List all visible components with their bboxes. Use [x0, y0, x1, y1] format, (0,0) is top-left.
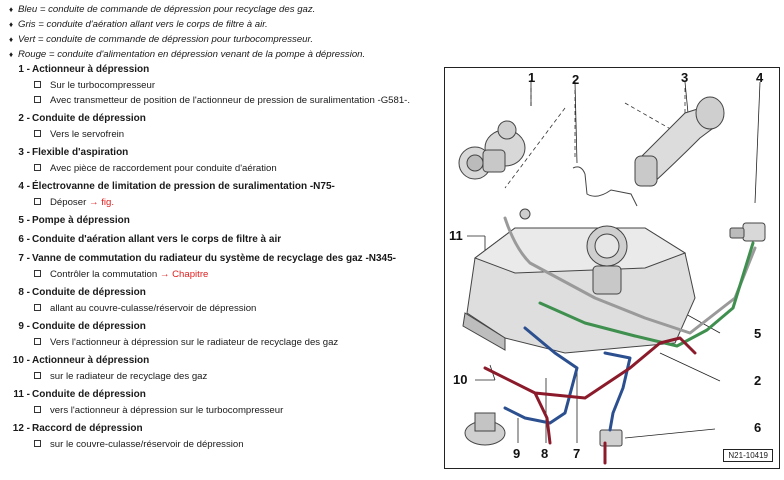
- checkbox-bullet-icon: [34, 129, 41, 137]
- part-title: Flexible d'aspiration: [32, 147, 129, 158]
- part-subitem: sur le couvre-culasse/réservoir de dépre…: [34, 439, 244, 450]
- egr-actuator-sketch: [464, 412, 506, 446]
- callout-10: 10: [453, 372, 468, 387]
- callout-4: 4: [756, 70, 764, 85]
- checkbox-bullet-icon: [34, 197, 41, 205]
- callout-9: 9: [513, 446, 521, 461]
- connector-sketch: [519, 166, 638, 220]
- part-subitem: sur le radiateur de recyclage des gaz: [34, 371, 207, 382]
- part-subitem: Vers l'actionneur à dépression sur le ra…: [34, 337, 338, 348]
- part-title: Raccord de dépression: [32, 423, 143, 434]
- callout-2b: 2: [754, 373, 762, 388]
- part-number: 9 -: [18, 321, 30, 332]
- subitem-text: Déposer: [50, 197, 89, 208]
- callout-3: 3: [681, 70, 689, 85]
- blue-line: [503, 326, 579, 425]
- part-title: Conduite d'aération allant vers le corps…: [32, 234, 282, 245]
- subitem-text: Vers le servofrein: [50, 129, 125, 140]
- part-number: 5 -: [18, 215, 30, 226]
- legend-line: ♦ Bleu = conduite de commande de dépressi…: [4, 2, 424, 17]
- n75-valve-sketch: [729, 222, 766, 242]
- diagram-illustration: [458, 80, 766, 465]
- checkbox-bullet-icon: [34, 163, 41, 171]
- part-subitem: vers l'actionneur à dépression sur le tu…: [34, 405, 283, 416]
- vacuum-system-diagram: 1 2 3 4 11 5 2 10 6 9 8 7 N21-10419: [444, 67, 780, 469]
- legend-text: Bleu = conduite de commande de dépressio…: [18, 4, 316, 15]
- part-title: Conduite de dépression: [32, 321, 146, 332]
- part-subitem: Avec pièce de raccordement pour conduite…: [34, 163, 277, 174]
- checkbox-bullet-icon: [34, 95, 41, 103]
- part-subitem: Déposer → fig.: [34, 197, 114, 208]
- red-line: [483, 336, 697, 465]
- subitem-text: Avec pièce de raccordement pour conduite…: [50, 163, 277, 174]
- checkbox-bullet-icon: [34, 337, 41, 345]
- subitem-text: sur le couvre-culasse/réservoir de dépre…: [50, 439, 244, 450]
- subitem-text: Vers l'actionneur à dépression sur le ra…: [50, 337, 339, 348]
- part-title: Pompe à dépression: [32, 215, 130, 226]
- part-number: 12 -: [12, 423, 30, 434]
- callout-7: 7: [573, 446, 581, 461]
- subitem-text: vers l'actionneur à dépression sur le tu…: [50, 405, 284, 416]
- part-subitem: allant au couvre-culasse/réservoir de dé…: [34, 303, 256, 314]
- checkbox-bullet-icon: [34, 405, 41, 413]
- part-subitem: Avec transmetteur de position de l'actio…: [34, 95, 410, 106]
- subitem-text: sur le radiateur de recyclage des gaz: [50, 371, 208, 382]
- subitem-text: Sur le turbocompresseur: [50, 80, 156, 91]
- checkbox-bullet-icon: [34, 371, 41, 379]
- callout-1: 1: [528, 70, 536, 85]
- bullet-icon: ♦: [8, 5, 14, 14]
- bullet-icon: ♦: [8, 20, 14, 29]
- callout-2: 2: [572, 72, 580, 87]
- color-legend: ♦ Bleu = conduite de commande de dépressi…: [4, 2, 424, 62]
- legend-line: ♦ Rouge = conduite d'alimentation en dépr…: [4, 47, 424, 62]
- intake-hose-sketch: [634, 96, 725, 187]
- part-title: Conduite de dépression: [32, 287, 146, 298]
- callout-8: 8: [541, 446, 549, 461]
- part-number: 3 -: [18, 147, 30, 158]
- legend-text: Vert = conduite de commande de dépressio…: [18, 34, 313, 45]
- subitem-text: allant au couvre-culasse/réservoir de dé…: [50, 303, 257, 314]
- part-number: 2 -: [18, 113, 30, 124]
- legend-line: ♦ Gris = conduite d'aération allant vers …: [4, 17, 424, 32]
- part-title: Vanne de commutation du radiateur du sys…: [32, 253, 397, 264]
- subitem-text: Avec transmetteur de position de l'actio…: [50, 95, 411, 106]
- bullet-icon: ♦: [8, 35, 14, 44]
- part-number: 4 -: [18, 181, 30, 192]
- subitem-text: Contrôler la commutation: [50, 269, 160, 280]
- part-number: 10 -: [12, 355, 30, 366]
- turbocharger-sketch: [458, 120, 526, 180]
- part-subitem: Sur le turbocompresseur: [34, 80, 155, 91]
- part-number: 7 -: [18, 253, 30, 264]
- part-number: 11 -: [13, 389, 30, 400]
- n345-valve-sketch: [599, 429, 623, 447]
- grey-line: [503, 216, 757, 335]
- part-title: Actionneur à dépression: [32, 355, 150, 366]
- bullet-icon: ♦: [8, 50, 14, 59]
- checkbox-bullet-icon: [34, 269, 41, 277]
- part-number: 8 -: [18, 287, 30, 298]
- part-title: Conduite de dépression: [32, 113, 146, 124]
- callout-5: 5: [754, 326, 762, 341]
- checkbox-bullet-icon: [34, 439, 41, 447]
- part-title: Conduite de dépression: [32, 389, 146, 400]
- green-line: [538, 241, 755, 348]
- part-subitem: Contrôler la commutation → Chapitre: [34, 269, 208, 280]
- part-subitem: Vers le servofrein: [34, 129, 124, 140]
- callout-11: 11: [449, 228, 463, 243]
- legend-text: Gris = conduite d'aération allant vers l…: [18, 19, 268, 30]
- legend-text: Rouge = conduite d'alimentation en dépre…: [18, 49, 366, 60]
- callout-6: 6: [754, 420, 762, 435]
- part-title: Actionneur à dépression: [32, 64, 150, 75]
- part-number: 1 -: [18, 64, 30, 75]
- blue-line-2: [603, 351, 632, 432]
- reference-link[interactable]: → Chapitre: [159, 269, 209, 280]
- legend-line: ♦ Vert = conduite de commande de dépressi…: [4, 32, 424, 47]
- figure-reference: N21-10419: [723, 449, 773, 462]
- checkbox-bullet-icon: [34, 303, 41, 311]
- reference-link[interactable]: → fig.: [88, 197, 114, 208]
- part-title: Électrovanne de limitation de pression d…: [32, 181, 335, 192]
- checkbox-bullet-icon: [34, 80, 41, 88]
- part-number: 6 -: [18, 234, 30, 245]
